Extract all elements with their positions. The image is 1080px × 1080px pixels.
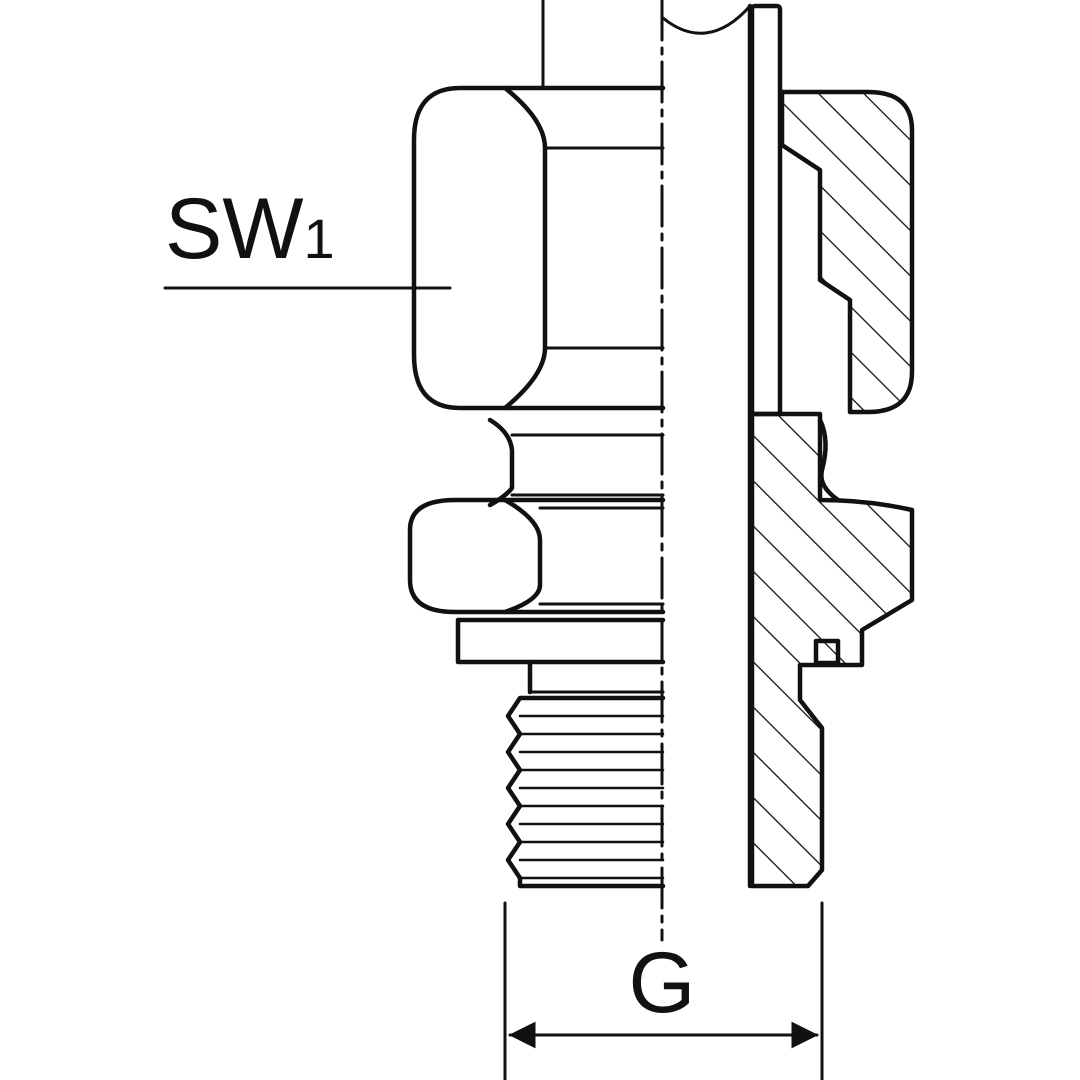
union-nut-section [779,89,915,415]
thread-label: G [629,935,696,1031]
body-hexagon [407,497,666,615]
wrench-size-label: SW1 [165,181,335,277]
thread-dimension [503,901,824,1080]
cutting-ring [749,3,783,417]
union-nut [411,85,666,411]
threaded-end [505,695,666,889]
body-section [749,411,915,889]
wrench-size-index: 1 [304,207,335,270]
wrench-size-text: SW [165,181,304,277]
collar [455,617,666,665]
thread-undercut [527,659,665,695]
